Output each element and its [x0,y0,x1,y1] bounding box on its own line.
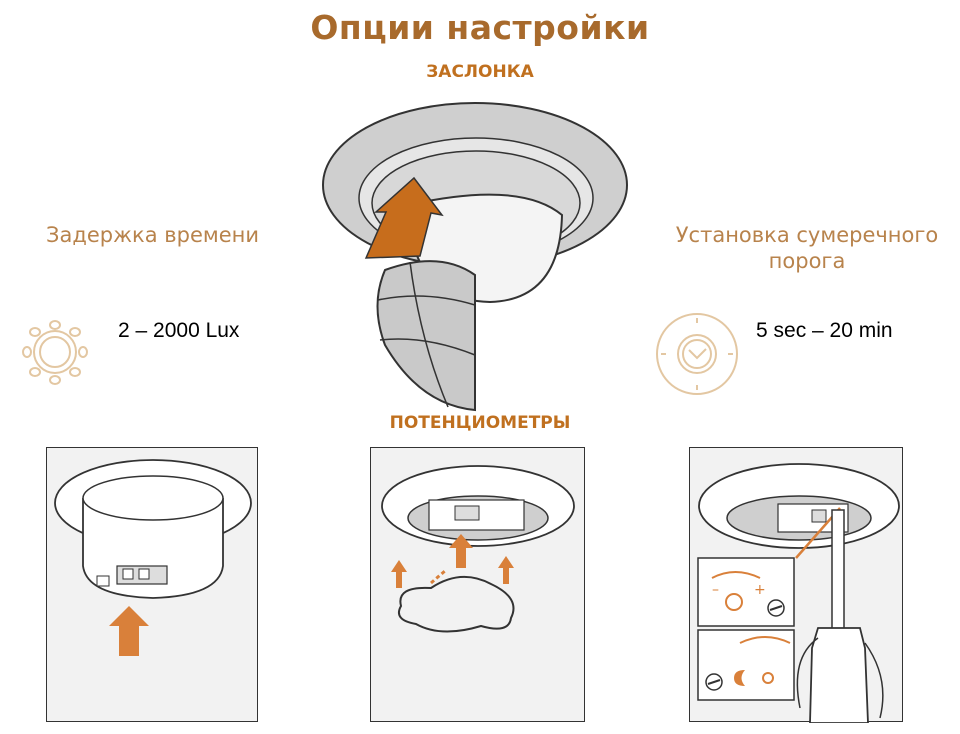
step-adjust-illustration: – + [697,463,900,723]
time-delay-title: Задержка времени [45,223,259,247]
step-ring-illustration [381,465,575,633]
shutter-label: ЗАСЛОНКА [426,62,534,82]
step-panel-adjust: – + [689,447,903,723]
step-insert-illustration [54,459,252,656]
svg-text:+: + [754,582,766,598]
page-title: Опции настройки [310,8,650,47]
potentiometers-label: ПОТЕНЦИОМЕТРЫ [389,413,571,433]
step-panel-ring [370,447,585,722]
dusk-threshold-title: Установка сумеречного порога [675,223,939,274]
step-panel-insert [46,447,258,722]
time-range-value: 5 sec – 20 min [756,319,893,342]
svg-text:–: – [712,582,719,598]
lux-range-value: 2 – 2000 Lux [118,319,240,342]
